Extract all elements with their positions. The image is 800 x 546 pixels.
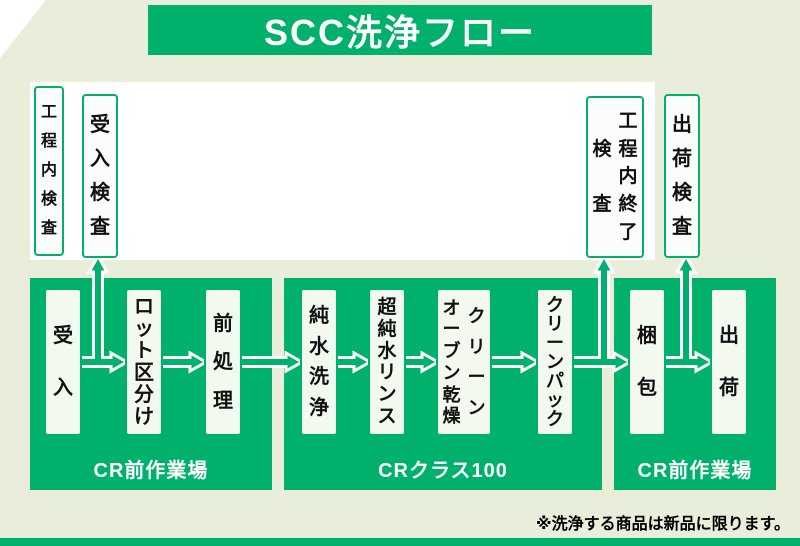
step-receiving: 受入 <box>44 288 82 436</box>
step-pretreatment: 前処理 <box>204 288 242 436</box>
inspection-box-process-end: 工程内終了検査 <box>586 96 644 258</box>
step-ultrapure-rinse: 超純水リンス <box>368 288 406 436</box>
bottom-accent-bar <box>0 538 800 546</box>
step-clean-oven-dry: クリーンオーブン乾燥 <box>436 288 492 436</box>
step-shipping: 出荷 <box>710 288 748 436</box>
page-corner <box>0 0 46 58</box>
zone-label: CR前作業場 <box>637 460 753 482</box>
step-pure-water-wash: 純水洗浄 <box>300 288 338 436</box>
step-clean-pack: クリーンパック <box>536 288 574 436</box>
zone-label: CRクラス100 <box>378 460 508 482</box>
step-packing: 梱包 <box>628 288 666 436</box>
zone-label: CR前作業場 <box>93 460 209 482</box>
inspection-box-receiving: 受入検査 <box>82 94 118 258</box>
footnote: ※洗浄する商品は新品に限ります。 <box>536 516 790 533</box>
inspection-lane-label: 工程内検査 <box>34 86 64 256</box>
page-title: SCC洗浄フロー <box>148 5 652 55</box>
inspection-lane <box>30 82 655 260</box>
step-lot-sorting: ロット区分け <box>125 288 163 436</box>
inspection-box-shipping: 出荷検査 <box>664 94 700 258</box>
